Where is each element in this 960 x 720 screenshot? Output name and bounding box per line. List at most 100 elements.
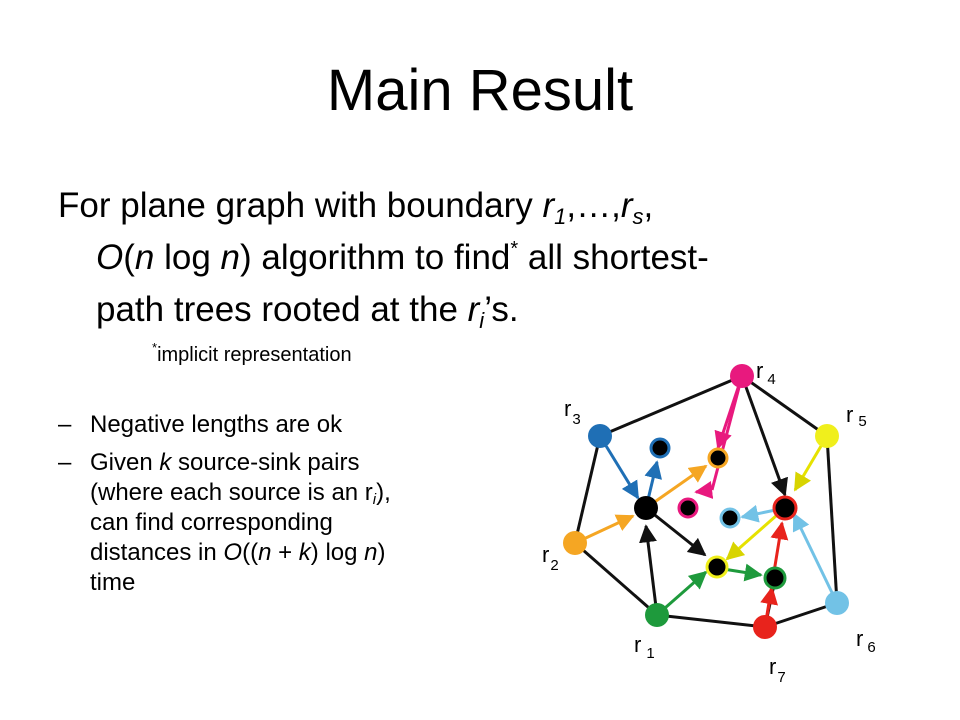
node-r7	[753, 615, 777, 639]
statement-text: all shortest-	[518, 238, 709, 277]
edge	[574, 541, 658, 617]
plus: +	[271, 539, 299, 566]
inner-node-blue	[649, 437, 671, 459]
var-k: k	[159, 449, 172, 476]
inner-node-green	[763, 566, 787, 590]
edge-arrow	[645, 506, 707, 557]
bullet-line: distances in O((n + k) log n)	[90, 538, 528, 568]
node-r1	[645, 603, 669, 627]
ellipsis: ,…,	[566, 186, 621, 225]
main-statement: For plane graph with boundary r1,…,rs, O…	[58, 180, 918, 336]
subscript-i: i	[372, 491, 377, 508]
bullet-text: time	[90, 569, 136, 596]
footnote-marker: *	[510, 238, 519, 260]
edge	[710, 375, 744, 491]
bullet-text: can find corresponding	[90, 509, 333, 536]
bullet-text: ),	[376, 479, 391, 506]
bullet-text: source-sink pairs	[171, 449, 360, 476]
inner-node-yellow	[705, 555, 729, 579]
bullet-text: ) log	[310, 539, 365, 566]
statement-line-3: path trees rooted at the ri’s.	[58, 284, 918, 336]
tree-r5	[725, 435, 829, 561]
bullet-dash: –	[58, 411, 72, 438]
inner-node-orange	[707, 447, 729, 469]
edge	[599, 374, 743, 438]
label-r3: r3	[564, 396, 581, 428]
paren: )	[377, 539, 386, 566]
edge	[573, 435, 602, 544]
log-text: log	[154, 238, 221, 277]
bullet-line: can find corresponding	[90, 508, 528, 538]
bullet-line: (where each source is an ri),	[90, 478, 528, 508]
edge-arrow	[598, 435, 640, 500]
node-r6	[825, 591, 849, 615]
statement-text: For plane graph with boundary	[58, 186, 543, 225]
footnote-marker: *	[152, 340, 158, 355]
label-r7: r7	[769, 654, 786, 686]
big-o: O	[96, 238, 124, 277]
paren: ((	[242, 539, 259, 566]
paren: (	[123, 238, 135, 277]
inner-node	[634, 496, 658, 520]
bullet-line: time	[90, 568, 528, 598]
subscript-s: s	[632, 204, 644, 229]
node-r3	[588, 424, 612, 448]
var-n: n	[134, 238, 155, 277]
footnote: *implicit representation	[152, 340, 352, 368]
inner-node-lightblue	[719, 507, 741, 529]
slide-title: Main Result	[326, 58, 634, 123]
edge-arrow	[645, 464, 708, 510]
subscript-i: i	[479, 308, 485, 333]
edge	[741, 374, 828, 438]
paren: )	[239, 238, 252, 277]
bullet-item: – Given k source-sink pairs (where each …	[58, 448, 528, 598]
bullet-line: Given k source-sink pairs	[90, 448, 528, 478]
subscript-1: 1	[554, 204, 567, 229]
inner-node-red	[772, 495, 798, 521]
bullet-dash: –	[58, 449, 72, 476]
statement-text: ’s.	[484, 290, 519, 329]
var-r: r	[467, 290, 480, 329]
node-r2	[563, 531, 587, 555]
statement-line-1: For plane graph with boundary r1,…,rs,	[58, 180, 918, 232]
footnote-text: implicit representation	[157, 344, 352, 366]
var-r: r	[620, 186, 633, 225]
var-k: k	[298, 539, 311, 566]
statement-line-2: O(n log n) algorithm to find* all shorte…	[58, 232, 918, 284]
bullet-text: Negative lengths are ok	[90, 411, 343, 438]
edge	[764, 601, 838, 629]
edge-arrow	[639, 524, 659, 616]
bullet-text: Given	[90, 449, 160, 476]
statement-text: algorithm to find	[251, 238, 511, 277]
comma: ,	[643, 186, 654, 225]
bullet-item: – Negative lengths are ok	[58, 410, 528, 440]
edge	[825, 435, 839, 604]
edge-arrow	[725, 506, 786, 561]
tree-r6	[740, 504, 839, 604]
var-n: n	[220, 238, 240, 277]
big-o: O	[223, 539, 243, 566]
var-n: n	[258, 539, 272, 566]
edge-arrow	[792, 512, 839, 604]
label-r2: r2	[542, 542, 559, 574]
edge-arrow	[694, 481, 714, 499]
statement-text: path trees rooted at the	[96, 290, 468, 329]
node-r4	[730, 364, 754, 388]
var-r: r	[542, 186, 555, 225]
inner-node-pink	[677, 497, 699, 519]
tree-r4	[694, 375, 744, 499]
bullet-text: distances in	[90, 539, 224, 566]
edge	[656, 613, 766, 629]
var-n: n	[364, 539, 378, 566]
node-r5	[815, 424, 839, 448]
bullet-text: (where each source is an r	[90, 479, 373, 506]
outer-boundary	[573, 374, 839, 629]
bullet-list: – Negative lengths are ok – Given k sour…	[58, 410, 528, 606]
edge-arrow	[740, 375, 788, 497]
inner-edges	[639, 375, 788, 628]
